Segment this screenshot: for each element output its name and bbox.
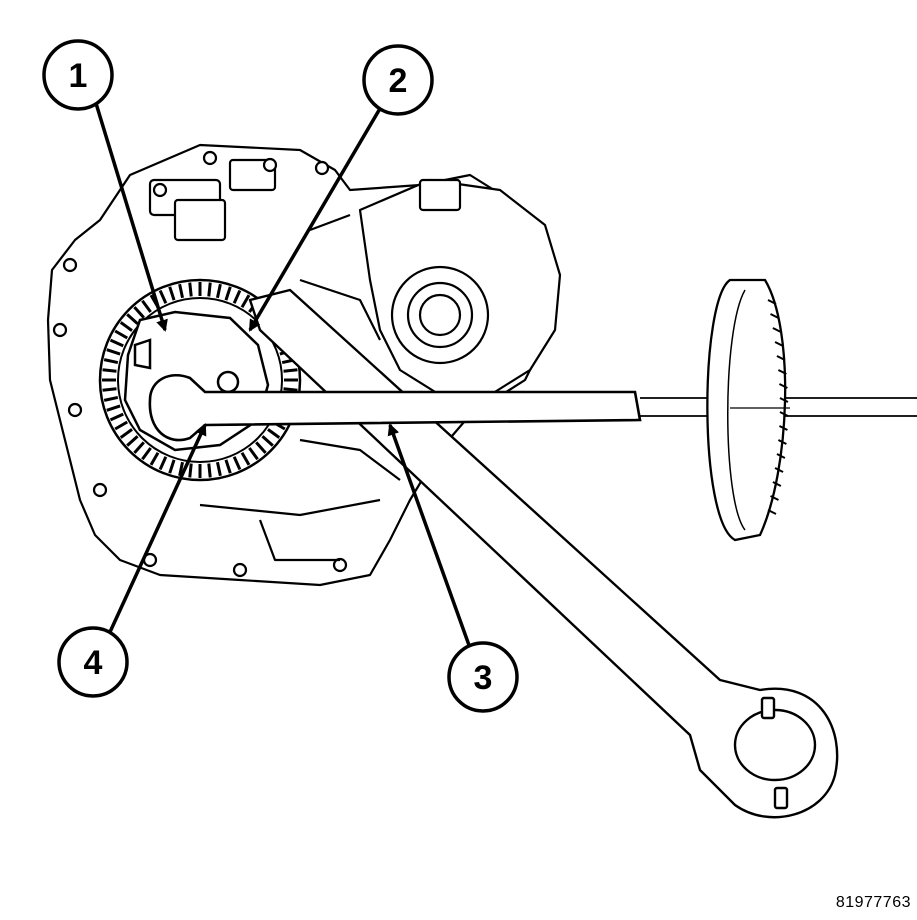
svg-text:2: 2 — [389, 62, 408, 100]
gear-tooth — [248, 447, 259, 461]
leader-lines — [93, 99, 472, 649]
gear-tooth — [232, 456, 242, 471]
gear-tooth — [158, 456, 168, 471]
gear-tooth — [106, 348, 121, 356]
leader-1 — [93, 99, 168, 332]
gear-tooth — [240, 294, 251, 309]
gear-tooth — [207, 282, 212, 297]
gear-tooth — [215, 461, 222, 477]
gear-tooth — [126, 313, 139, 325]
gear-tooth — [141, 447, 152, 461]
gear-tooth — [215, 283, 222, 299]
svg-text:1: 1 — [69, 57, 88, 95]
disc-mark — [770, 313, 779, 319]
leader-3 — [387, 423, 472, 649]
gear-tooth — [168, 459, 176, 474]
disc-mark — [772, 327, 782, 333]
gear-tooth — [267, 428, 281, 439]
gear-tooth — [255, 441, 267, 454]
disc-mark — [774, 341, 784, 347]
gear-tooth — [126, 435, 139, 447]
disc-mark — [776, 355, 786, 361]
gear-tooth — [168, 286, 176, 301]
flywheel-disc — [706, 278, 790, 542]
gear-tooth — [106, 404, 121, 412]
gear-tooth — [102, 387, 117, 392]
gear-tooth — [141, 299, 152, 313]
svg-text:4: 4 — [84, 644, 103, 682]
leader-4 — [108, 423, 207, 633]
figure-id: 81977763 — [835, 894, 911, 911]
gear-tooth — [240, 451, 251, 466]
gear-tooth — [102, 368, 117, 373]
gear-tooth — [178, 283, 185, 299]
gear-tooth — [114, 329, 129, 340]
disc-mark — [776, 453, 786, 459]
gear-tooth — [109, 412, 124, 422]
svg-text:3: 3 — [474, 659, 493, 697]
gear-tooth — [133, 441, 145, 454]
gear-tooth — [103, 358, 119, 365]
disc-mark — [767, 299, 777, 305]
gear-tooth — [207, 463, 212, 478]
gear-tooth — [232, 289, 242, 304]
gear-tooth — [133, 306, 145, 319]
disc-mark — [779, 411, 789, 417]
gear-tooth — [224, 459, 232, 474]
leader-2 — [248, 99, 387, 332]
gear-tooth — [158, 289, 168, 304]
disc-mark — [774, 467, 784, 473]
gear-tooth — [109, 338, 124, 348]
gear-tooth — [119, 428, 133, 439]
disc-mark — [778, 425, 788, 431]
callout-1: 1 — [42, 39, 114, 111]
disc-mark — [779, 397, 789, 403]
disc-mark — [772, 481, 782, 487]
callout-3: 3 — [447, 641, 519, 713]
disc-mark — [770, 495, 779, 501]
gear-tooth — [119, 321, 133, 332]
gear-tooth — [178, 461, 185, 477]
gear-tooth — [261, 435, 274, 447]
gear-tooth — [188, 463, 193, 478]
gear-tooth — [103, 395, 119, 402]
callout-4: 4 — [57, 626, 129, 698]
disc-mark — [778, 383, 788, 389]
gear-tooth — [224, 286, 232, 301]
disc-mark — [777, 439, 787, 445]
callout-2: 2 — [362, 44, 434, 116]
gear-tooth — [283, 368, 298, 373]
gear-tooth — [114, 420, 129, 431]
gear-tooth — [283, 387, 298, 392]
gear-tooth — [149, 451, 160, 466]
gear-tooth — [188, 282, 193, 297]
disc-mark — [777, 369, 787, 375]
disc-mark — [767, 509, 777, 515]
